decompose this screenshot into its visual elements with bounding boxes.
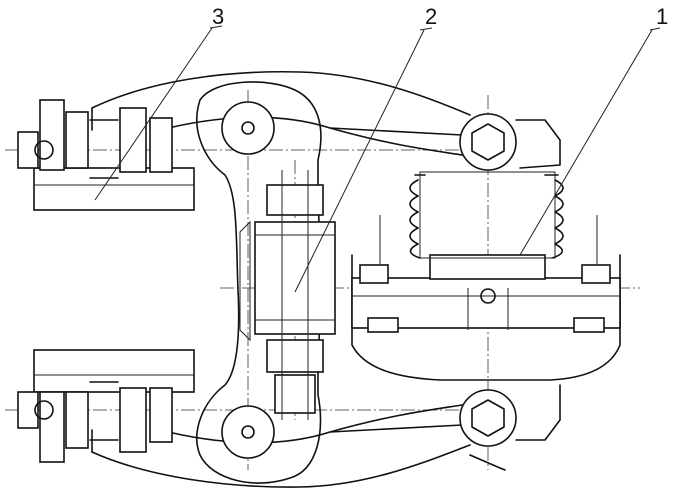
return-spring: [409, 171, 564, 259]
brake-cylinder: [351, 215, 621, 381]
upper-pivot-pin: [221, 101, 275, 155]
callout-labels: 1 2 3: [212, 4, 668, 29]
callout-3: 3: [212, 4, 224, 29]
callout-2: 2: [425, 4, 437, 29]
brake-shoe-assembly-upper: [17, 99, 195, 211]
pull-rod: [254, 170, 336, 420]
lower-lever-arm: [91, 404, 471, 488]
upper-hex-pin: [459, 113, 561, 171]
connecting-link: [196, 81, 322, 484]
upper-lever-arm: [91, 70, 471, 156]
callout-leaders: [94, 25, 661, 293]
lower-pivot-pin: [221, 405, 275, 459]
lower-hex-pin: [459, 384, 561, 471]
brake-shoe-assembly-lower: [17, 349, 195, 463]
callout-1: 1: [656, 4, 668, 29]
